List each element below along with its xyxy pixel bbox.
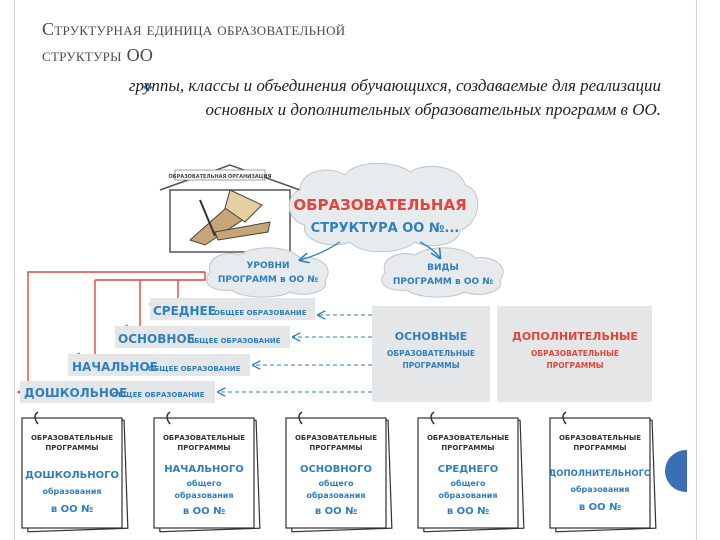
paper-head1: ОБРАЗОВАТЕЛЬНЫЕ <box>427 434 509 442</box>
program-paper-preschool: ОБРАЗОВАТЕЛЬНЫЕ ПРОГРАММЫ ДОШКОЛЬНОГО об… <box>21 411 129 533</box>
paper-line2: общего <box>450 478 486 488</box>
paper-head2: ПРОГРАММЫ <box>309 444 362 452</box>
level-primary-main: НАЧАЛЬНОЕ <box>72 360 158 374</box>
levels-cloud: УРОВНИ ПРОГРАММ в ОО № <box>206 247 329 298</box>
paper-line3: образования <box>438 490 497 500</box>
paper-line3: образования <box>306 490 365 500</box>
program-paper-secondary: ОБРАЗОВАТЕЛЬНЫЕ ПРОГРАММЫ СРЕДНЕГО общег… <box>417 411 525 533</box>
paper-head1: ОБРАЗОВАТЕЛЬНЫЕ <box>559 434 641 442</box>
level-basic-main: ОСНОВНОЕ <box>118 332 195 346</box>
type-additional-sub2: ПРОГРАММЫ <box>547 361 604 370</box>
title-line-2: структуры ОО <box>42 45 154 65</box>
level-bar-primary: НАЧАЛЬНОЕ ОБЩЕЕ ОБРАЗОВАНИЕ <box>68 354 250 376</box>
paper-line2: общего <box>186 478 222 488</box>
level-basic-sub: ОБЩЕЕ ОБРАЗОВАНИЕ <box>188 337 281 345</box>
house-sketch-icon: ОБРАЗОВАТЕЛЬНАЯ ОРГАНИЗАЦИЯ <box>159 164 301 253</box>
main-structure-cloud: ОБРАЗОВАТЕЛЬНАЯ СТРУКТУРА ОО №... <box>288 162 479 253</box>
paper-line3: в ОО № <box>579 502 621 513</box>
paper-line3: в ОО № <box>51 504 93 515</box>
type-additional-title: ДОПОЛНИТЕЛЬНЫЕ <box>512 330 638 343</box>
levels-cloud-line1: УРОВНИ <box>246 261 289 271</box>
paper-head1: ОБРАЗОВАТЕЛЬНЫЕ <box>31 434 113 442</box>
level-bar-preschool: ДОШКОЛЬНОЕ ОБЩЕЕ ОБРАЗОВАНИЕ <box>20 381 215 403</box>
type-main-sub2: ПРОГРАММЫ <box>403 361 460 370</box>
program-paper-primary: ОБРАЗОВАТЕЛЬНЫЕ ПРОГРАММЫ НАЧАЛЬНОГО общ… <box>153 411 261 533</box>
paper-head2: ПРОГРАММЫ <box>441 444 494 452</box>
level-preschool-sub: ОБЩЕЕ ОБРАЗОВАНИЕ <box>112 391 205 399</box>
paper-line4: в ОО № <box>315 506 357 517</box>
slide-right-border <box>696 0 720 540</box>
type-main-title: ОСНОВНЫЕ <box>395 330 467 343</box>
paper-line1: СРЕДНЕГО <box>438 464 498 475</box>
slide-title: Структурная единица образовательной стру… <box>42 16 602 68</box>
types-cloud: ВИДЫ ПРОГРАММ в ОО № <box>381 247 504 298</box>
level-primary-sub: ОБЩЕЕ ОБРАЗОВАНИЕ <box>148 365 241 373</box>
house-label: ОБРАЗОВАТЕЛЬНАЯ ОРГАНИЗАЦИЯ <box>169 174 272 180</box>
level-preschool-main: ДОШКОЛЬНОЕ <box>24 386 127 400</box>
paper-line1: ОСНОВНОГО <box>300 464 372 475</box>
arrow-to-levels <box>300 241 341 260</box>
paper-line1: ДОШКОЛЬНОГО <box>25 470 119 481</box>
paper-line2: общего <box>318 478 354 488</box>
paper-clip-icon <box>298 411 303 425</box>
title-line-1: Структурная единица образовательной <box>42 19 346 39</box>
type-box-main: ОСНОВНЫЕ ОБРАЗОВАТЕЛЬНЫЕ ПРОГРАММЫ <box>372 306 490 402</box>
paper-head2: ПРОГРАММЫ <box>573 444 626 452</box>
program-paper-additional: ОБРАЗОВАТЕЛЬНЫЕ ПРОГРАММЫ ДОПОЛНИТЕЛЬНОГ… <box>549 411 657 533</box>
level-bar-secondary: СРЕДНЕЕ ОБЩЕЕ ОБРАЗОВАНИЕ <box>150 298 315 320</box>
types-cloud-line1: ВИДЫ <box>427 263 459 273</box>
paper-line1: НАЧАЛЬНОГО <box>164 464 244 475</box>
type-box-additional: ДОПОЛНИТЕЛЬНЫЕ ОБРАЗОВАТЕЛЬНЫЕ ПРОГРАММЫ <box>497 306 652 402</box>
paper-line4: в ОО № <box>183 506 225 517</box>
type-additional-sub1: ОБРАЗОВАТЕЛЬНЫЕ <box>531 349 619 358</box>
type-main-sub1: ОБРАЗОВАТЕЛЬНЫЕ <box>387 349 475 358</box>
level-secondary-sub: ОБЩЕЕ ОБРАЗОВАНИЕ <box>214 309 307 317</box>
cloud-main-line1: ОБРАЗОВАТЕЛЬНАЯ <box>293 196 466 214</box>
paper-head1: ОБРАЗОВАТЕЛЬНЫЕ <box>295 434 377 442</box>
level-secondary-main: СРЕДНЕЕ <box>153 304 216 318</box>
paper-line2: образования <box>570 484 629 494</box>
paper-clip-icon <box>34 411 39 425</box>
paper-line2: образования <box>42 486 101 496</box>
dashed-arrows <box>218 315 372 392</box>
levels-cloud-line2: ПРОГРАММ в ОО № <box>218 275 318 285</box>
paper-clip-icon <box>166 411 171 425</box>
paper-clip-icon <box>430 411 435 425</box>
types-cloud-line2: ПРОГРАММ в ОО № <box>393 277 493 287</box>
arrow-to-types <box>419 241 440 258</box>
level-bar-basic: ОСНОВНОЕ ОБЩЕЕ ОБРАЗОВАНИЕ <box>115 326 290 348</box>
program-paper-basic: ОБРАЗОВАТЕЛЬНЫЕ ПРОГРАММЫ ОСНОВНОГО обще… <box>285 411 393 533</box>
paper-head2: ПРОГРАММЫ <box>45 444 98 452</box>
paper-line3: образования <box>174 490 233 500</box>
bullet-text: группы, классы и объединения обучающихся… <box>128 76 661 119</box>
paper-head2: ПРОГРАММЫ <box>177 444 230 452</box>
paper-line1: ДОПОЛНИТЕЛЬНОГО <box>549 469 652 479</box>
paper-head1: ОБРАЗОВАТЕЛЬНЫЕ <box>163 434 245 442</box>
slide-left-border <box>0 0 15 540</box>
diamond-bullet-icon: ❖ <box>142 80 154 95</box>
cloud-main-line2: СТРУКТУРА ОО №... <box>311 221 460 236</box>
paper-line4: в ОО № <box>447 506 489 517</box>
slide-nav-tab[interactable] <box>665 450 687 492</box>
paper-clip-icon <box>562 411 567 425</box>
